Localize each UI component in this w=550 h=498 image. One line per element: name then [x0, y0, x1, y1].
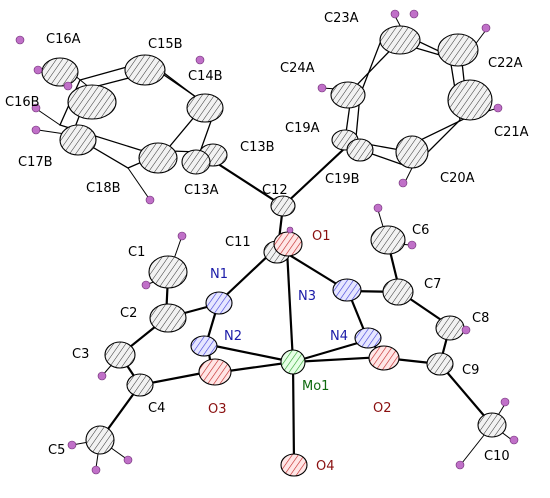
- bond-mo-o2: [291, 355, 385, 364]
- label-c6: C6: [412, 223, 429, 238]
- bond-c12-c13: [210, 158, 285, 208]
- atom-c21a: [447, 79, 493, 121]
- label-c7: C7: [424, 277, 441, 292]
- label-c19a: C19A: [285, 121, 320, 136]
- atom-c10: [477, 412, 507, 438]
- label-c13b: C13B: [240, 140, 275, 155]
- atom-c20a: [395, 135, 429, 169]
- label-mo1: Mo1: [302, 379, 329, 394]
- atom-c13a: [181, 149, 211, 175]
- label-c11: C11: [225, 235, 251, 250]
- label-c9: C9: [462, 363, 479, 378]
- atom-o2: [368, 345, 400, 371]
- label-c13a: C13A: [184, 183, 219, 198]
- label-c1: C1: [128, 245, 145, 260]
- atom-o3: [198, 358, 232, 386]
- bond-c12-c19: [281, 146, 347, 208]
- label-c19b: C19B: [325, 172, 360, 187]
- label-o3: O3: [208, 402, 227, 417]
- bond-mo-n2: [208, 343, 295, 364]
- atom-layer: [41, 25, 507, 477]
- atom-c6: [370, 225, 406, 255]
- atom-c3: [104, 341, 136, 369]
- atom-c23a: [379, 25, 421, 55]
- atom-c17b: [59, 124, 97, 156]
- atom-c7: [382, 278, 414, 306]
- bond-c11-n1: [218, 250, 274, 303]
- bond-mo-o1: [285, 248, 295, 364]
- atom-c22a: [437, 33, 479, 67]
- label-c15b: C15B: [148, 37, 183, 52]
- atom-c16a: [41, 57, 79, 87]
- label-c16a: C16A: [46, 32, 81, 47]
- atom-c24a: [330, 81, 366, 109]
- label-c8: C8: [472, 311, 489, 326]
- label-c21a: C21A: [494, 125, 529, 140]
- atom-c12: [270, 195, 296, 217]
- label-c10: C10: [484, 449, 510, 464]
- atom-c16b: [67, 84, 117, 120]
- label-c3: C3: [72, 347, 89, 362]
- label-c5: C5: [48, 443, 65, 458]
- label-n2: N2: [224, 329, 242, 344]
- label-n4: N4: [330, 329, 348, 344]
- atom-c14b: [186, 93, 224, 123]
- atom-c15b: [124, 54, 166, 86]
- atom-n4: [354, 327, 382, 349]
- label-c2: C2: [120, 306, 137, 321]
- label-c24a: C24A: [280, 61, 315, 76]
- label-o1: O1: [312, 229, 331, 244]
- atom-o4: [280, 453, 308, 477]
- label-c18b: C18B: [86, 181, 121, 196]
- label-c23a: C23A: [324, 11, 359, 26]
- atom-n2: [190, 335, 218, 357]
- atom-n1: [205, 291, 233, 315]
- bond-mo-o4: [291, 360, 296, 465]
- label-n3: N3: [298, 289, 316, 304]
- atom-c1: [148, 255, 188, 289]
- atom-c19b: [346, 138, 374, 162]
- label-c16b: C16B: [5, 95, 40, 110]
- atom-n3: [332, 278, 362, 302]
- bond-mo-n4: [291, 338, 370, 364]
- bond-c9-c10: [438, 362, 494, 427]
- atom-c18b: [138, 142, 178, 174]
- label-c20a: C20A: [440, 171, 475, 186]
- label-c22a: C22A: [488, 56, 523, 71]
- label-c12: C12: [262, 183, 288, 198]
- atom-c5: [85, 425, 115, 455]
- label-o4: O4: [316, 459, 335, 474]
- atom-c2: [149, 303, 187, 333]
- label-n1: N1: [210, 267, 228, 282]
- atom-o1: [273, 231, 303, 257]
- atom-mo1: [280, 349, 306, 375]
- label-c17b: C17B: [18, 155, 53, 170]
- atom-c9: [426, 352, 454, 376]
- hydrogen-layer: [15, 9, 519, 475]
- label-layer: C16A C15B C14B C16B C17B C13B C18B C13A …: [5, 11, 529, 474]
- label-o2: O2: [373, 401, 392, 416]
- atom-c8: [435, 315, 465, 341]
- label-c14b: C14B: [188, 69, 223, 84]
- label-c4: C4: [148, 401, 165, 416]
- atom-c4: [126, 373, 154, 397]
